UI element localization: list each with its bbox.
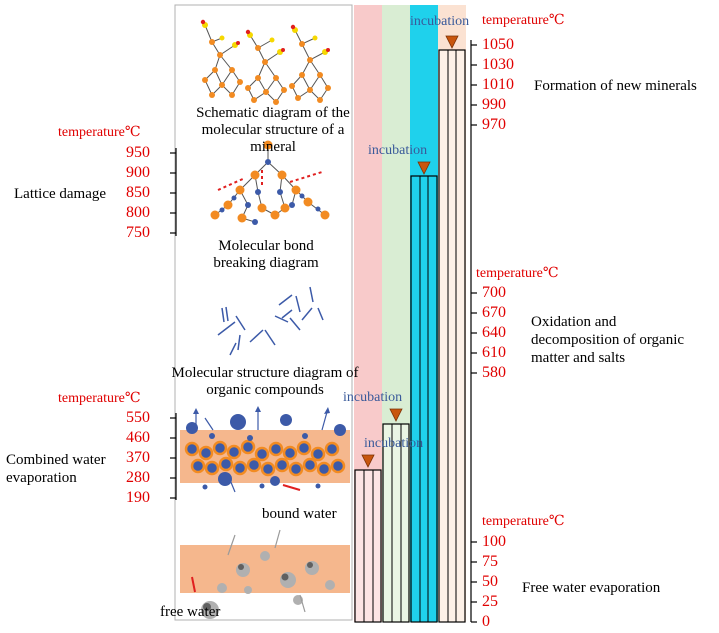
incubation-label: incubation xyxy=(410,14,470,29)
tick-label: 0 xyxy=(482,613,490,630)
organic-oxidation-label: matter and salts xyxy=(531,350,626,366)
bound-water-label: bound water xyxy=(262,506,337,522)
bar-peach xyxy=(438,49,466,623)
tick-label: 990 xyxy=(482,96,506,113)
tick-label: 970 xyxy=(482,116,506,133)
incubation-label: incubation xyxy=(368,143,428,158)
mineral-structure-illustration xyxy=(200,19,331,105)
tick-label: 580 xyxy=(482,364,506,381)
tick-label: 850 xyxy=(126,184,150,201)
bond-breaking-caption: Molecular bond breaking diagram xyxy=(213,238,319,271)
tick-label: 610 xyxy=(482,344,506,361)
organic-oxidation-label: decomposition of organic xyxy=(531,332,685,348)
tick-label: 75 xyxy=(482,553,498,570)
incubation-marker xyxy=(389,408,403,422)
organic-oxidation-label: Oxidation and xyxy=(531,314,617,330)
tick-label: 370 xyxy=(126,449,150,466)
right-axis xyxy=(470,40,477,623)
tick-label: 280 xyxy=(126,469,150,486)
temperature-header: temperature℃ xyxy=(58,125,141,140)
tick-label: 25 xyxy=(482,593,498,610)
tick-label: 700 xyxy=(482,284,506,301)
temperature-header: temperature℃ xyxy=(58,391,141,406)
tick-label: 190 xyxy=(126,489,150,506)
tick-label: 900 xyxy=(126,164,150,181)
incubation-marker xyxy=(417,161,431,175)
bar-cyan xyxy=(410,175,438,623)
combined-water-label: Combined water xyxy=(6,452,106,468)
panel-frame xyxy=(174,4,353,621)
tick-label: 950 xyxy=(126,144,150,161)
temperature-header: temperature℃ xyxy=(482,514,565,529)
tick-label: 800 xyxy=(126,204,150,221)
tick-label: 100 xyxy=(482,533,506,550)
tick-label: 550 xyxy=(126,409,150,426)
incubation-marker xyxy=(361,454,375,468)
mineral-structure-caption: Schematic diagram of the molecular struc… xyxy=(196,105,350,155)
incubation-label: incubation xyxy=(343,390,403,405)
incubation-marker xyxy=(445,35,459,49)
bar-pink xyxy=(354,469,382,623)
tick-label: 1010 xyxy=(482,76,514,93)
organic-structure-caption: Molecular structure diagram of organic c… xyxy=(171,365,359,398)
tick-label: 460 xyxy=(126,429,150,446)
bond-breaking-illustration xyxy=(210,140,330,225)
new-minerals-label: Formation of new minerals xyxy=(534,78,697,94)
free-water-label: free water xyxy=(160,604,221,620)
tick-label: 640 xyxy=(482,324,506,341)
combined-water-label: evaporation xyxy=(6,470,77,486)
left-axis-combined-water xyxy=(170,413,177,500)
lattice-damage-label: Lattice damage xyxy=(14,186,107,202)
free-water-illustration xyxy=(180,529,350,619)
incubation-label: incubation xyxy=(364,436,424,451)
left-axis-lattice xyxy=(170,148,177,236)
tick-label: 670 xyxy=(482,304,506,321)
combined-water-illustration xyxy=(180,406,350,493)
temperature-header: temperature℃ xyxy=(482,13,565,28)
tick-label: 50 xyxy=(482,573,498,590)
tick-label: 1030 xyxy=(482,56,514,73)
tick-label: 1050 xyxy=(482,36,514,53)
temperature-header: temperature℃ xyxy=(476,266,559,281)
tick-label: 750 xyxy=(126,224,150,241)
free-water-evaporation-label: Free water evaporation xyxy=(522,580,661,596)
bar-green xyxy=(382,423,410,623)
organic-structure-illustration xyxy=(217,286,324,356)
